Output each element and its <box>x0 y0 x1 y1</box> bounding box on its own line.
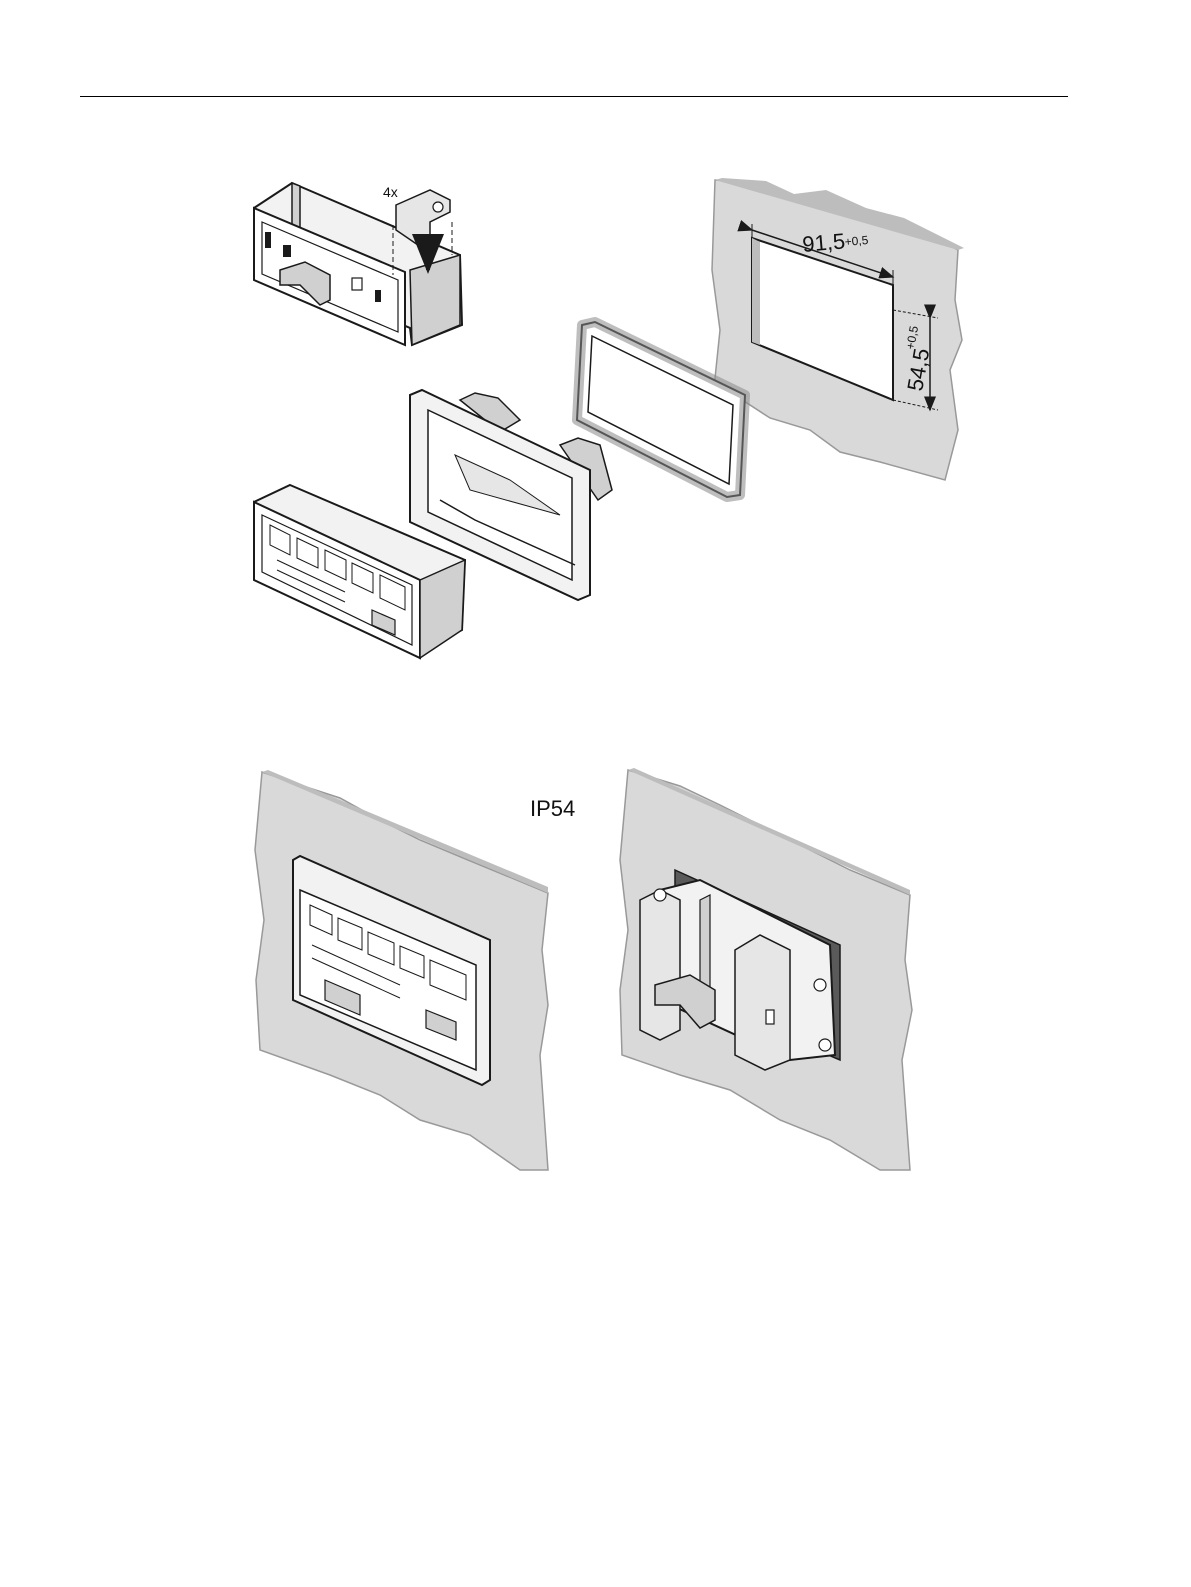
installed-front-view <box>255 770 548 1170</box>
installed-rear-view <box>620 768 912 1170</box>
protection-rating-label: IP54 <box>530 796 575 821</box>
device-housing-with-clips <box>254 183 462 345</box>
clip-quantity-label: 4x <box>383 184 398 200</box>
width-dimension-value: 91,5 <box>801 228 846 257</box>
panel-cutout-illustration <box>712 178 964 480</box>
width-dimension-tolerance: +0,5 <box>844 233 869 249</box>
